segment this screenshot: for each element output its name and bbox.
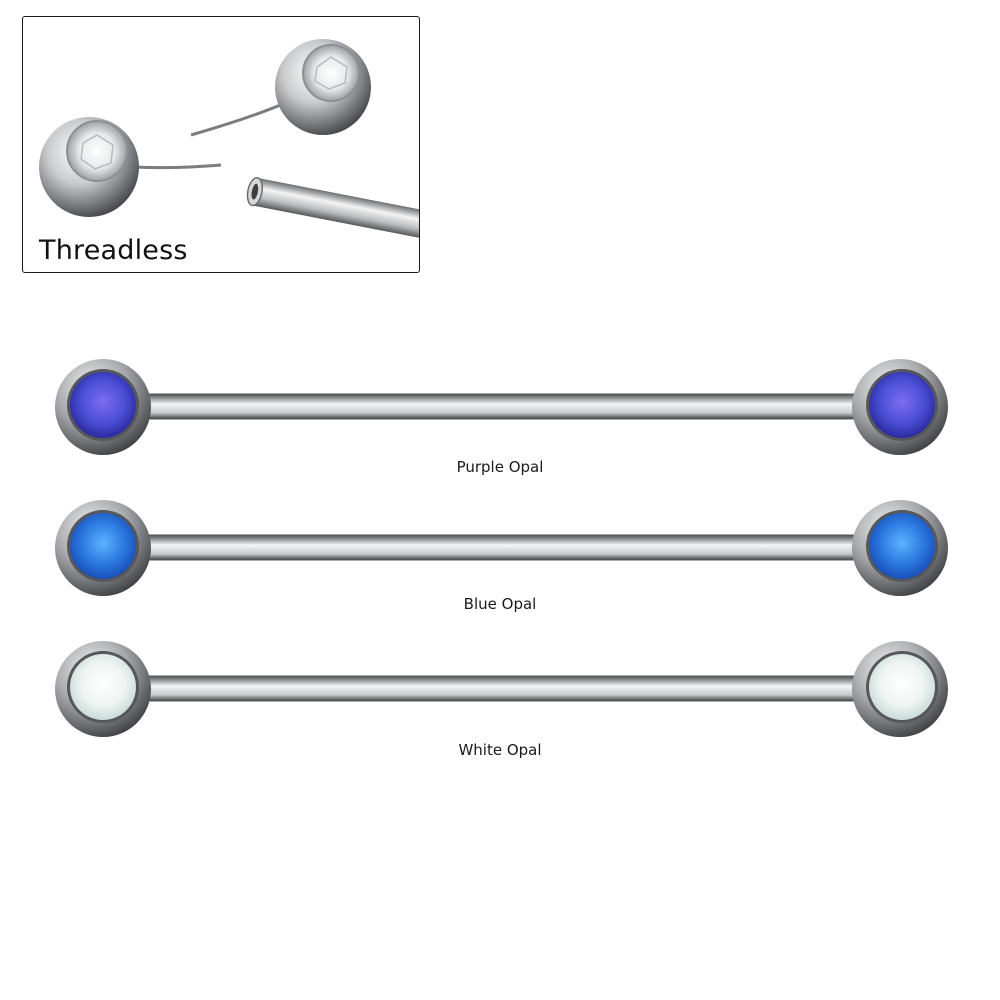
threadless-label: Threadless	[39, 235, 188, 266]
left-ball	[55, 359, 151, 455]
threadless-post	[246, 177, 419, 244]
right-ball	[852, 500, 948, 596]
threadless-diagram	[39, 39, 419, 244]
opal-gem-icon	[869, 513, 935, 579]
opal-gem-icon	[869, 654, 935, 720]
opal-gem-icon	[70, 513, 136, 579]
bar-shaft	[139, 675, 866, 702]
right-ball	[852, 641, 948, 737]
bar-shaft	[139, 534, 866, 561]
threadless-top-right	[190, 39, 371, 137]
barbell-blue-opal	[55, 500, 948, 596]
left-ball	[55, 641, 151, 737]
caption-white-opal: White Opal	[458, 741, 542, 759]
opal-gem-icon	[869, 372, 935, 438]
left-ball	[55, 500, 151, 596]
right-ball	[852, 359, 948, 455]
opal-gem-icon	[70, 372, 136, 438]
barbell-white-opal	[55, 641, 948, 737]
opal-gem-icon	[70, 654, 136, 720]
caption-blue-opal: Blue Opal	[463, 595, 537, 613]
barbell-purple-opal	[55, 359, 948, 455]
threadless-inset: Threadless	[22, 16, 420, 273]
caption-purple-opal: Purple Opal	[456, 458, 544, 476]
bar-shaft	[139, 393, 866, 420]
threadless-top-left	[39, 117, 222, 217]
